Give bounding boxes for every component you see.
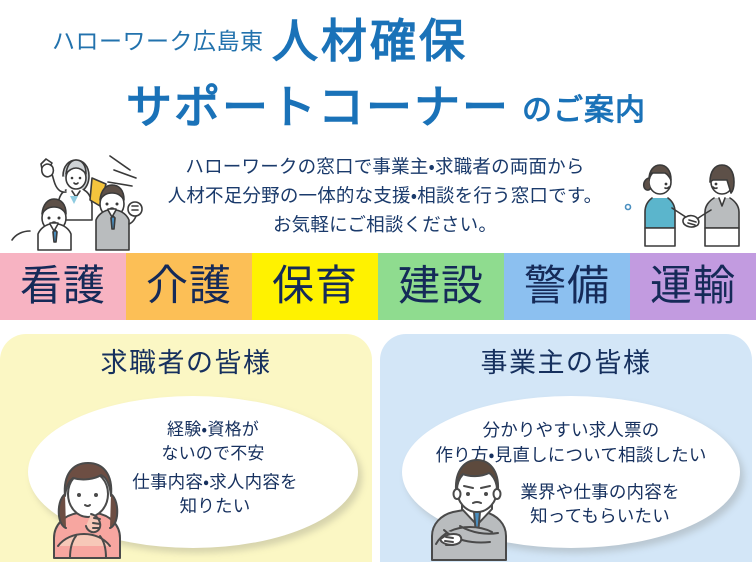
worried-woman-illustration [38, 454, 146, 559]
category-chip-nursing[interactable]: 看護 [0, 253, 126, 320]
jobseeker-concern-1-line-1: 経験・資格が [167, 420, 259, 439]
jobseeker-concern-group-2: 仕事内容・求人内容を 知りたい [28, 470, 358, 518]
description-line-2: 人材不足分野の一体的な支援・相談を行う窓口です。 [167, 185, 603, 206]
employer-need-1-line-1: 分かりやすい求人票の [482, 420, 660, 440]
panel-jobseeker-title: 求職者の皆様 [100, 348, 272, 378]
description-text: ハローワークの窓口で事業主・求職者の両面から 人材不足分野の一体的な支援・相談を… [150, 152, 620, 239]
page-title-line1: 人材確保 [272, 15, 468, 67]
employer-need-2-line-2: 知ってもらいたい [530, 506, 670, 526]
page-title-suffix: のご案内 [522, 94, 646, 127]
page-title-line2: サポートコーナー [126, 81, 510, 133]
category-bar: 看護 介護 保育 建設 警備 運輸 [0, 253, 756, 320]
employer-need-group-2: 業界や仕事の内容を 知ってもらいたい [402, 480, 740, 528]
description-line-3: お気軽にご相談ください。 [272, 214, 498, 235]
category-chip-construction[interactable]: 建設 [378, 253, 504, 320]
arms-crossed-businessman-illustration [422, 456, 532, 561]
jobseeker-concern-1-line-2: ないので不安 [161, 444, 265, 463]
panel-employer-title: 事業主の皆様 [480, 348, 652, 378]
category-chip-caregiving[interactable]: 介護 [126, 253, 252, 320]
cheering-people-illustration [8, 148, 154, 251]
description-line-1: ハローワークの窓口で事業主・求職者の両面から [185, 156, 585, 177]
page-title-line2-group: サポートコーナー のご案内 [126, 82, 646, 132]
panel-employer: 事業主の皆様 分かりやすい求人票の 作り方・見直しについて相談したい 業界や仕事… [380, 334, 752, 562]
jobseeker-concern-group-1: 経験・資格が ないので不安 [28, 418, 358, 466]
category-chip-security[interactable]: 警備 [504, 253, 630, 320]
panel-jobseeker: 求職者の皆様 経験・資格が ないので不安 仕事内容・求人内容を 知りたい [0, 334, 372, 562]
employer-need-group-1: 分かりやすい求人票の 作り方・見直しについて相談したい [402, 418, 740, 468]
employer-need-1-line-2: 作り方・見直しについて相談したい [435, 445, 707, 465]
office-name: ハローワーク広島東 [52, 28, 264, 54]
jobseeker-concern-2-line-2: 知りたい [179, 496, 251, 516]
employer-need-2-line-1: 業界や仕事の内容を [520, 482, 680, 502]
category-chip-childcare[interactable]: 保育 [252, 253, 378, 320]
category-chip-transport[interactable]: 運輸 [630, 253, 756, 320]
audience-panels: 求職者の皆様 経験・資格が ないので不安 仕事内容・求人内容を 知りたい [0, 334, 756, 562]
jobseeker-concern-2-line-1: 仕事内容・求人内容を [132, 472, 298, 492]
handshake-illustration [622, 160, 754, 248]
description-band: ハローワークの窓口で事業主・求職者の両面から 人材不足分野の一体的な支援・相談を… [0, 146, 756, 252]
poster-header: ハローワーク広島東 人材確保 サポートコーナー のご案内 [0, 0, 756, 148]
